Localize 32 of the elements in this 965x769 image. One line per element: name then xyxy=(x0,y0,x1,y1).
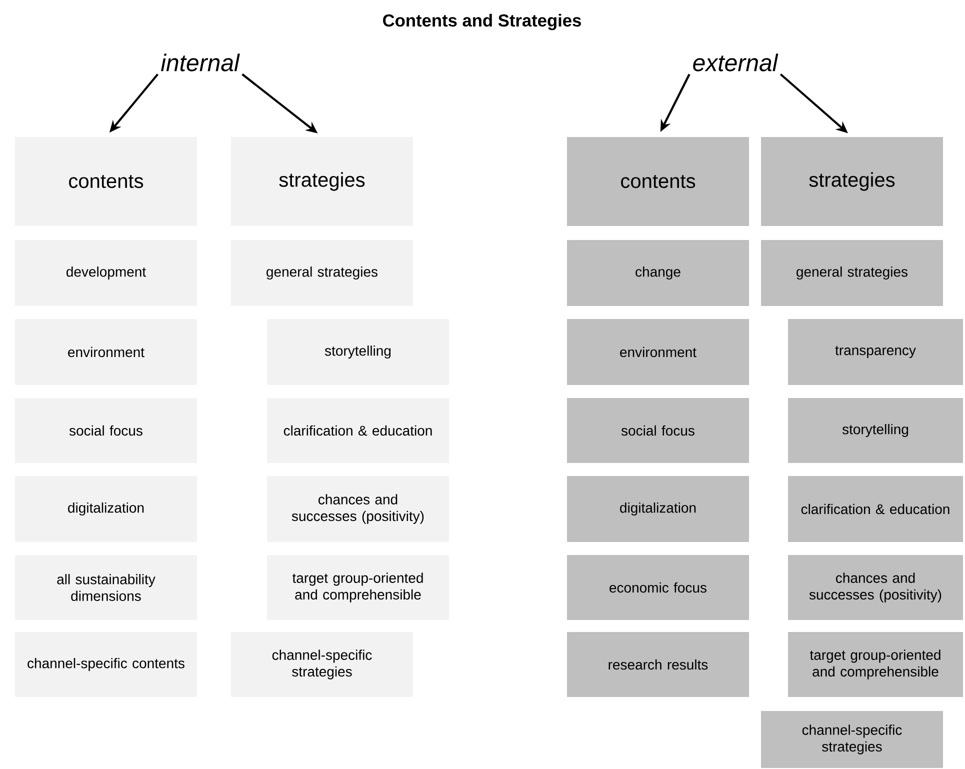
item-box: target group-oriented and comprehensible xyxy=(788,632,963,697)
item-box: environment xyxy=(15,319,197,385)
item-box: change xyxy=(567,240,749,306)
item-box: digitalization xyxy=(567,476,749,542)
item-box: environment xyxy=(567,319,749,385)
item-box: channel-specific strategies xyxy=(761,711,943,768)
item-box: clarification & education xyxy=(267,398,449,463)
item-box: economic focus xyxy=(567,555,749,620)
item-box: all sustainability dimensions xyxy=(15,555,197,620)
group-heading: internal xyxy=(161,54,240,72)
item-box: general strategies xyxy=(231,240,413,306)
item-box: transparency xyxy=(788,319,963,385)
item-box: channel-specific contents xyxy=(15,632,197,697)
item-box: general strategies xyxy=(761,240,943,306)
item-box: clarification & education xyxy=(788,476,963,542)
column-header-box: strategies xyxy=(761,137,943,226)
group-heading: external xyxy=(693,54,778,72)
item-box: research results xyxy=(567,632,749,697)
item-box: chances and successes (positivity) xyxy=(788,555,963,620)
item-box: channel-specific strategies xyxy=(231,632,413,697)
item-box: storytelling xyxy=(788,398,963,463)
column-header-box: contents xyxy=(15,137,197,226)
item-box: social focus xyxy=(567,398,749,463)
item-box: digitalization xyxy=(15,476,197,542)
item-box: target group-oriented and comprehensible xyxy=(267,555,449,620)
column-header-box: contents xyxy=(567,137,749,226)
item-box: storytelling xyxy=(267,319,449,385)
item-box: social focus xyxy=(15,398,197,463)
column-header-box: strategies xyxy=(231,137,413,226)
title: Contents and Strategies xyxy=(383,14,581,30)
item-box: development xyxy=(15,240,197,306)
item-box: chances and successes (positivity) xyxy=(267,476,449,542)
